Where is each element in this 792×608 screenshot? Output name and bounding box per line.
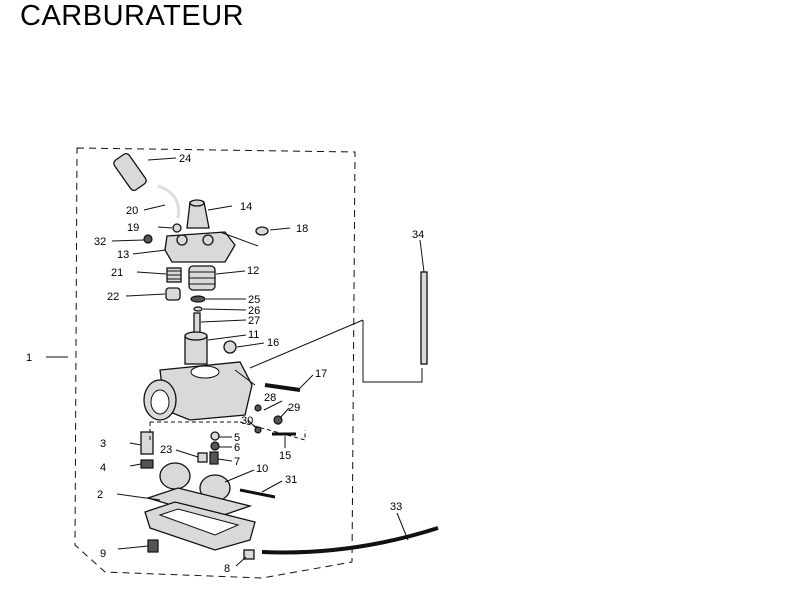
part-7 [209, 451, 219, 465]
label-part-10: 10 [256, 463, 268, 475]
page-title: CARBURATEUR [20, 0, 245, 32]
connector-box [149, 421, 306, 441]
part-30 [254, 426, 262, 434]
label-part-22: 22 [107, 291, 119, 303]
part-12-spring [188, 265, 216, 291]
part-26-ring [193, 306, 203, 312]
label-part-31: 31 [285, 474, 297, 486]
part-18-screw [255, 226, 269, 236]
part-20-tube [157, 184, 181, 219]
label-part-18: 18 [296, 223, 308, 235]
part-9-screw [147, 539, 159, 553]
carburetor-body [143, 361, 256, 421]
label-part-25: 25 [248, 294, 260, 306]
label-part-15: 15 [279, 450, 291, 462]
leader-lines [46, 157, 425, 567]
label-part-7: 7 [234, 456, 240, 468]
part-28 [254, 404, 262, 412]
connector-18 [219, 231, 259, 247]
part-17-screw [264, 383, 301, 392]
label-part-6: 6 [234, 442, 240, 454]
label-part-28: 28 [264, 392, 276, 404]
float-bowl [144, 501, 256, 551]
label-part-4: 4 [100, 462, 106, 474]
label-part-29: 29 [288, 402, 300, 414]
label-part-26: 26 [248, 305, 260, 317]
part-11-valve [184, 331, 208, 365]
part-33-tube [261, 526, 439, 555]
part-31-pin [239, 488, 276, 499]
part-16-cap [223, 340, 237, 354]
part-6 [210, 441, 220, 451]
label-part-30: 30 [241, 415, 253, 427]
part-13-cover [164, 231, 236, 263]
connector-34 [362, 320, 423, 383]
label-part-21: 21 [111, 267, 123, 279]
label-part-27: 27 [248, 315, 260, 327]
part-32-washer [143, 234, 153, 244]
label-part-9: 9 [100, 548, 106, 560]
part-19-nut [172, 223, 182, 233]
label-part-34: 34 [412, 229, 424, 241]
label-part-14: 14 [240, 201, 252, 213]
part-22-holder [165, 287, 181, 301]
label-part-32: 32 [94, 236, 106, 248]
label-part-17: 17 [315, 368, 327, 380]
assembly-boundary [74, 147, 356, 579]
label-part-23: 23 [160, 444, 172, 456]
label-part-13: 13 [117, 249, 129, 261]
part-5 [210, 431, 220, 441]
part-8 [243, 549, 255, 560]
part-21-spring [166, 267, 182, 283]
label-part-12: 12 [247, 265, 259, 277]
label-part-5: 5 [234, 432, 240, 444]
part-4 [140, 459, 154, 469]
label-part-20: 20 [126, 205, 138, 217]
part-23 [197, 452, 208, 463]
label-part-3: 3 [100, 438, 106, 450]
part-34-rod [420, 271, 428, 365]
label-part-1: 1 [26, 352, 32, 364]
label-part-2: 2 [97, 489, 103, 501]
part-25-clip [190, 295, 206, 303]
label-part-8: 8 [224, 563, 230, 575]
connector-body [249, 319, 364, 369]
label-part-24: 24 [179, 153, 191, 165]
part-24-hose [113, 153, 147, 191]
part-14-cap [186, 199, 210, 229]
label-part-33: 33 [390, 501, 402, 513]
label-part-11: 11 [248, 329, 259, 341]
part-3 [140, 431, 154, 455]
label-part-16: 16 [267, 337, 279, 349]
label-part-19: 19 [127, 222, 139, 234]
